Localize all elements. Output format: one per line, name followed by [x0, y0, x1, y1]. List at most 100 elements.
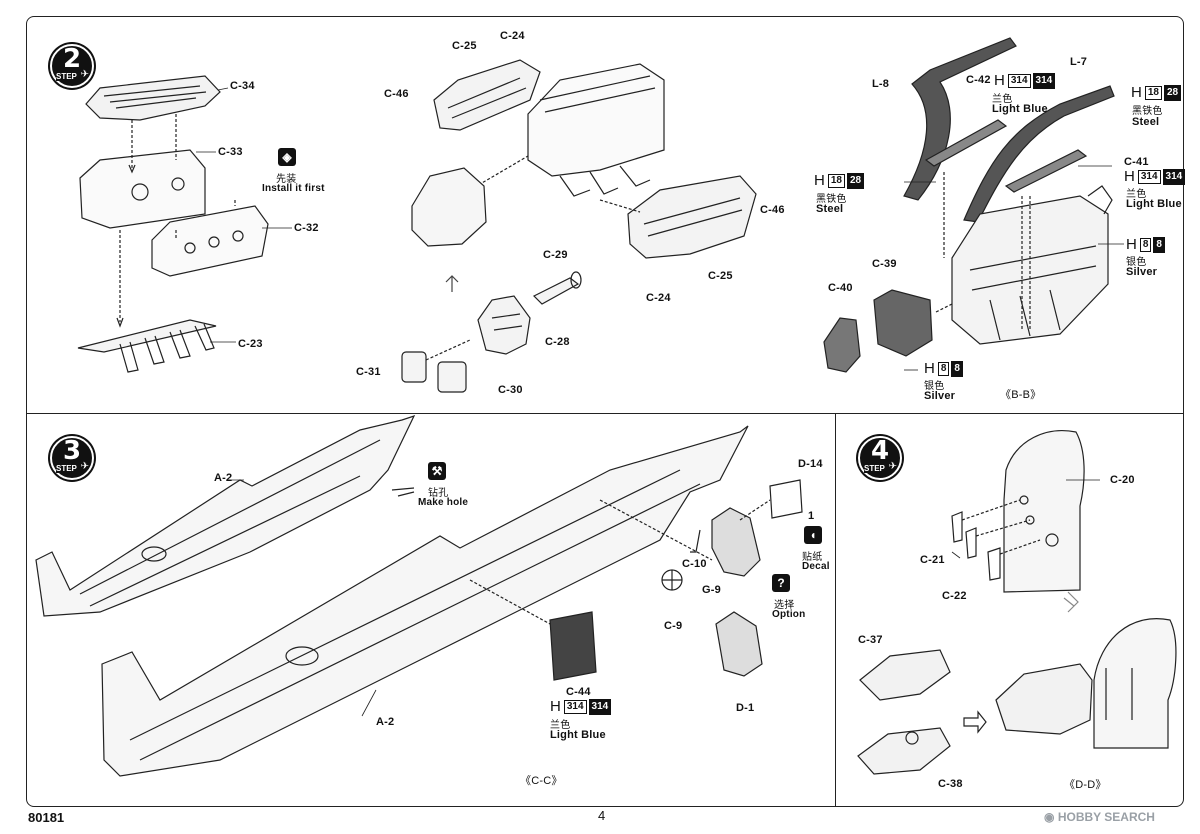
paint-name-cn: 黑铁色: [1132, 106, 1163, 117]
paint-name-cn: 兰色: [1126, 189, 1147, 200]
step-2-number: 2: [62, 44, 82, 74]
part-label: C-25: [452, 40, 477, 52]
part-label: C-40: [828, 282, 853, 294]
part-label: C-46: [384, 88, 409, 100]
part-label: C-41: [1124, 156, 1149, 168]
view-label-dd: 《D-D》: [1064, 779, 1107, 791]
paint-code: 8: [937, 361, 950, 376]
part-label: C-23: [238, 338, 263, 350]
part-c39-drawing: [873, 289, 933, 357]
paint-code-filled: 28: [1163, 84, 1182, 101]
step-3-badge: 3 STEP ✈: [50, 436, 94, 480]
engine-bb-drawing: [951, 195, 1109, 345]
paint-name-en: Light Blue: [550, 729, 606, 741]
paint-code: 314: [563, 699, 587, 714]
paint-code: 18: [827, 173, 845, 188]
option-label-en: Option: [772, 609, 806, 620]
watermark-text: HOBBY SEARCH: [1057, 810, 1155, 824]
drill-label-cn: 钻孔: [428, 488, 449, 499]
part-d14-drawing: [769, 479, 803, 519]
paint-callout-steel: H 18 28: [814, 172, 865, 189]
part-c28-drawing: [477, 295, 531, 355]
fuselage-half-a2-upper: [35, 414, 416, 617]
fuselage-half-a2-lower: [101, 425, 749, 777]
part-c38-drawing: [857, 727, 951, 775]
paint-code-filled: 314: [588, 698, 612, 715]
part-label: L-7: [1070, 56, 1088, 68]
decal-icon: ◖: [804, 526, 822, 544]
part-label: C-21: [920, 554, 945, 566]
part-label: C-39: [872, 258, 897, 270]
part-c33-drawing: [79, 149, 206, 229]
part-label: L-8: [872, 78, 890, 90]
paint-code-filled: 28: [846, 172, 865, 189]
part-c42-drawing: [924, 119, 1008, 167]
paint-name-cn: 兰色: [550, 720, 571, 731]
part-label: C-28: [545, 336, 570, 348]
part-label: A-2: [214, 472, 233, 484]
paint-h: H: [994, 72, 1005, 89]
part-label: C-46: [760, 204, 785, 216]
paint-callout-steel: H 18 28: [1131, 84, 1182, 101]
paint-h: H: [1131, 84, 1142, 101]
paint-h: H: [1126, 236, 1137, 253]
drill-label-en: Make hole: [418, 497, 469, 508]
kit-number: 80181: [28, 810, 65, 825]
paint-code-filled: 314: [1032, 72, 1056, 89]
part-label: C-9: [664, 620, 683, 632]
part-label: C-20: [1110, 474, 1135, 486]
part-label: C-33: [218, 146, 243, 158]
paint-h: H: [550, 698, 561, 715]
part-label: C-42: [966, 74, 991, 86]
paint-name-cn: 黑铁色: [816, 194, 847, 205]
paint-code-filled: 314: [1162, 168, 1186, 185]
paint-callout-silver: H 8 8: [924, 360, 963, 377]
part-label: C-29: [543, 249, 568, 261]
bulkhead-dd-drawing: [1093, 618, 1177, 749]
paint-callout-silver: H 8 8: [1126, 236, 1165, 253]
view-label-cc: 《C-C》: [520, 775, 563, 787]
cylinder-bank-c46: [627, 175, 757, 259]
install-first-en: Install it first: [262, 183, 325, 194]
part-label: C-38: [938, 778, 963, 790]
part-c20-drawing: [1003, 430, 1085, 593]
paint-code-filled: 8: [951, 360, 963, 377]
part-label: A-2: [376, 716, 395, 728]
paint-code-filled: 8: [1153, 236, 1165, 253]
paint-code: 8: [1139, 237, 1152, 252]
part-label: G-9: [702, 584, 721, 596]
engine-block: [527, 63, 665, 177]
step-3-word: STEP: [56, 464, 77, 473]
install-first-icon: ◈: [278, 148, 296, 166]
paint-name-en: Silver: [1126, 266, 1158, 278]
part-label: D-14: [798, 458, 823, 470]
install-first-cn: 先装: [276, 174, 297, 185]
paint-h: H: [814, 172, 825, 189]
instrument-panel-g9: [711, 507, 761, 577]
part-label: C-31: [356, 366, 381, 378]
paint-name-cn: 银色: [1126, 257, 1147, 268]
part-label: C-25: [708, 270, 733, 282]
exhaust-pipe-l7: [963, 85, 1115, 223]
part-c32-drawing: [151, 205, 269, 277]
part-c37-drawing: [859, 649, 951, 701]
part-c40-drawing: [823, 317, 861, 373]
paint-code: 314: [1137, 169, 1161, 184]
view-label-bb: 《B-B》: [1000, 389, 1042, 401]
decal-label-en: Decal: [802, 561, 830, 572]
step-3-number: 3: [62, 436, 82, 466]
paint-h: H: [924, 360, 935, 377]
magneto-assembly: [411, 167, 487, 247]
step-4-word: STEP: [864, 464, 885, 473]
part-c21-drawing: [951, 511, 977, 559]
part-label: C-24: [646, 292, 671, 304]
watermark-logo-icon: ◉: [1044, 810, 1058, 824]
step-4-number: 4: [870, 436, 890, 466]
instrument-panel-d1: [715, 611, 763, 677]
part-label: C-34: [230, 80, 255, 92]
page-number: 4: [598, 808, 606, 823]
part-label: D-1: [736, 702, 755, 714]
part-c22-drawing: [987, 547, 1001, 581]
paint-name-en: Light Blue: [992, 103, 1048, 115]
